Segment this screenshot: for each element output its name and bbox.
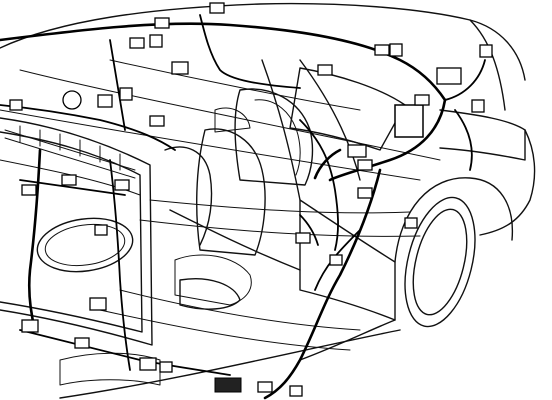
harness-dash-right bbox=[109, 159, 131, 371]
rear-window-frame bbox=[289, 67, 406, 151]
windshield-frame-inner bbox=[0, 131, 143, 333]
connector-rear-1 bbox=[374, 44, 390, 56]
steering-wheel bbox=[36, 217, 134, 273]
connector-floor-2 bbox=[257, 381, 273, 393]
interior-beam-2 bbox=[0, 109, 421, 181]
connector-floor-1 bbox=[329, 254, 343, 266]
front-door bbox=[169, 209, 301, 271]
connector-quarter bbox=[404, 217, 418, 229]
lower-body-line bbox=[299, 319, 396, 361]
connector-door-1 bbox=[347, 144, 367, 158]
rear-wheel-inner bbox=[412, 208, 468, 316]
harness-floor-main bbox=[263, 168, 382, 400]
connector-dash-7 bbox=[94, 224, 108, 236]
floor-line-1 bbox=[119, 289, 361, 331]
connector-rear-window bbox=[317, 64, 333, 76]
windshield-frame-outer bbox=[0, 117, 153, 346]
connector-trunk bbox=[471, 99, 485, 113]
harness-dash-top bbox=[0, 104, 176, 151]
floor-line-3 bbox=[149, 199, 411, 214]
connector-dash-6 bbox=[114, 179, 130, 191]
harness-main-roof bbox=[0, 22, 447, 102]
connector-seat bbox=[295, 232, 311, 244]
connector-roof-1 bbox=[129, 37, 145, 49]
wiring-harnesses bbox=[0, 14, 486, 400]
vent-row-1 bbox=[4, 129, 136, 171]
connector-dash-3 bbox=[119, 87, 133, 101]
connector-roof-4 bbox=[171, 61, 189, 75]
rear-quarter bbox=[479, 129, 536, 236]
connector-module bbox=[414, 94, 430, 106]
steering-wheel-inner bbox=[44, 223, 126, 267]
rear-seat-detail bbox=[254, 99, 301, 176]
connector-lower-4 bbox=[139, 357, 157, 371]
connector-floor-block bbox=[214, 377, 242, 393]
front-seat-2 bbox=[164, 146, 213, 246]
rear-wheel-outer bbox=[404, 196, 476, 328]
connector-lower-5 bbox=[159, 361, 173, 373]
vent-row-2 bbox=[4, 137, 136, 179]
dash-vent-grid bbox=[4, 125, 136, 179]
harness-rear-quarter bbox=[454, 109, 473, 171]
roof-rear-edge bbox=[469, 19, 506, 111]
connector-rear-2 bbox=[389, 43, 403, 57]
harness-seat bbox=[299, 214, 319, 246]
front-seat-back bbox=[196, 128, 266, 256]
connector-round bbox=[62, 90, 82, 110]
front-seat-headrest bbox=[214, 107, 251, 133]
connector-dash-1 bbox=[97, 94, 113, 108]
b-pillar bbox=[261, 59, 301, 201]
connector-rear-3 bbox=[479, 44, 493, 58]
connector-dash-2 bbox=[9, 99, 23, 111]
connector-lower-1 bbox=[89, 297, 107, 311]
connector-rear-block bbox=[436, 67, 462, 85]
connector-lower-2 bbox=[21, 319, 39, 333]
connector-lower-3 bbox=[74, 337, 90, 349]
connector-pillar bbox=[149, 115, 165, 127]
connectors bbox=[9, 2, 493, 397]
connector-dash-5 bbox=[21, 184, 37, 196]
sill-line bbox=[59, 329, 401, 399]
floor-line-2 bbox=[99, 309, 351, 351]
connector-door-3 bbox=[357, 187, 373, 199]
harness-rear-deck bbox=[444, 59, 486, 101]
connector-roof-top bbox=[209, 2, 225, 14]
rear-seat-back bbox=[234, 88, 314, 186]
front-door-trim bbox=[179, 278, 241, 310]
interior-beam-1 bbox=[19, 69, 441, 161]
body-control-module bbox=[394, 104, 424, 138]
dashboard-area bbox=[0, 117, 241, 386]
c-pillar bbox=[299, 59, 361, 181]
rear-deck bbox=[439, 109, 526, 161]
connector-floor-3 bbox=[289, 385, 303, 397]
vent-dividers bbox=[19, 125, 121, 171]
floor-line-4 bbox=[139, 219, 421, 237]
connector-door-2 bbox=[357, 159, 373, 171]
harness-dash-left bbox=[27, 148, 42, 332]
console bbox=[59, 352, 161, 386]
harness-dash-cross bbox=[19, 179, 126, 196]
seats bbox=[164, 88, 314, 306]
harness-front-pillar bbox=[109, 39, 126, 131]
harness-roof-branch bbox=[199, 14, 301, 89]
connector-dash-4 bbox=[61, 174, 77, 186]
connector-roof-2 bbox=[149, 34, 163, 48]
harness-body-right bbox=[328, 98, 447, 182]
harness-door bbox=[313, 148, 342, 180]
connector-roof-3 bbox=[154, 17, 170, 29]
harness-center bbox=[299, 119, 339, 251]
roof-outline bbox=[0, 2, 526, 81]
